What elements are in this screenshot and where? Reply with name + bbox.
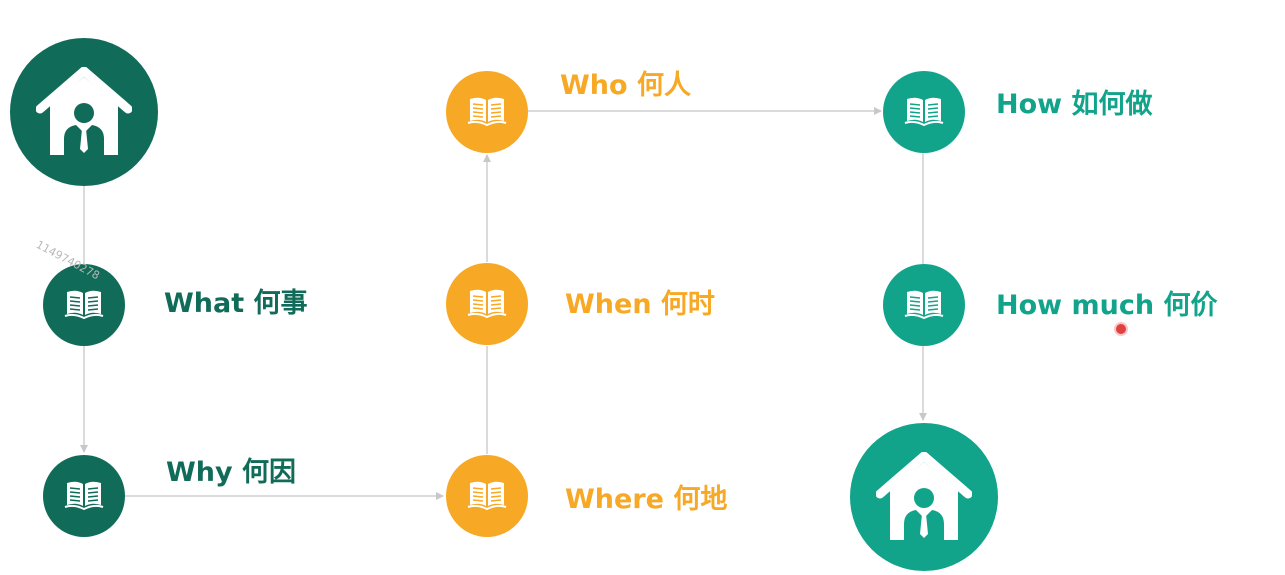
why-label: Why 何因 [166, 457, 297, 488]
book-icon [467, 481, 507, 511]
book-icon [64, 481, 104, 511]
where-node [446, 455, 528, 537]
who-node [446, 71, 528, 153]
when-node [446, 263, 528, 345]
book-icon [467, 289, 507, 319]
cursor-pointer [1114, 322, 1128, 336]
house-person-icon [876, 452, 972, 540]
when-label: When 何时 [565, 289, 715, 320]
how-much-label: How much 何价 [996, 290, 1218, 321]
book-icon [904, 97, 944, 127]
why-node [43, 455, 125, 537]
house-person-icon [36, 67, 132, 155]
end-node [850, 423, 998, 571]
how-label: How 如何做 [996, 89, 1153, 120]
where-label: Where 何地 [565, 484, 728, 515]
how-node [883, 71, 965, 153]
who-label: Who 何人 [560, 70, 691, 101]
book-icon [904, 290, 944, 320]
book-icon [467, 97, 507, 127]
book-icon [64, 290, 104, 320]
what-node [43, 264, 125, 346]
start-node [10, 38, 158, 186]
how-much-node [883, 264, 965, 346]
what-label: What 何事 [164, 288, 308, 319]
